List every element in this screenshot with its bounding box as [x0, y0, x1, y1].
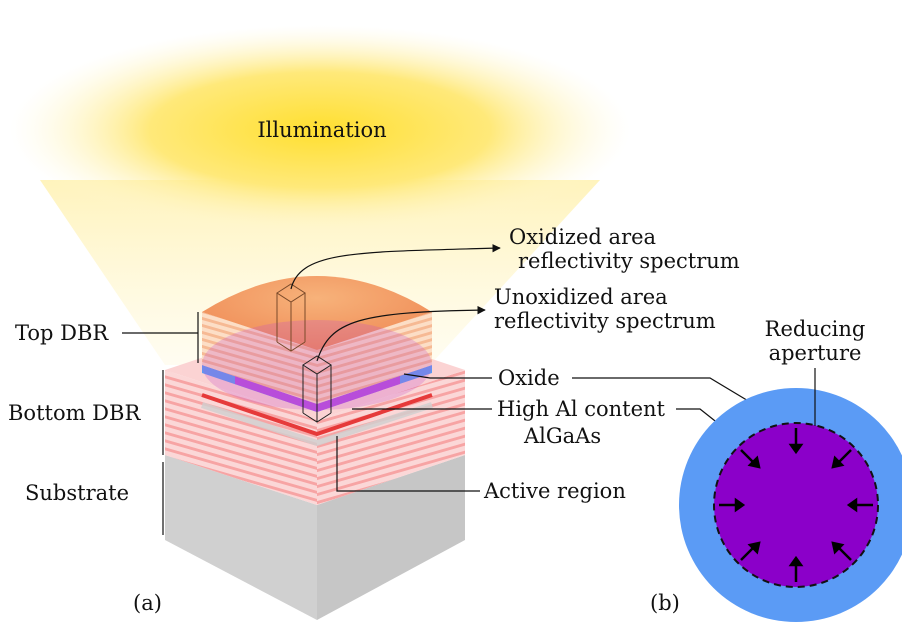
illumination-glow — [10, 25, 630, 235]
unoxidized-label-line2: reflectivity spectrum — [494, 309, 716, 333]
substrate-block — [165, 455, 465, 620]
substrate-label: Substrate — [25, 481, 129, 505]
unoxidized-arrow — [316, 305, 486, 362]
top-dbr-mesa — [202, 276, 432, 410]
bottom-dbr-label: Bottom DBR — [8, 401, 141, 425]
high-al-label-line1: High Al content — [497, 397, 666, 421]
oxidized-label-line1: Oxidized area — [509, 225, 656, 249]
left-brackets — [122, 312, 199, 535]
oxidized-arrow — [290, 244, 501, 290]
high-al-label-line2: AlGaAs — [523, 424, 601, 448]
illumination-label: Illumination — [257, 118, 386, 142]
caption-b: (b) — [650, 591, 680, 615]
light-beam — [40, 180, 600, 365]
active-region-label: Active region — [483, 479, 626, 503]
top-dbr-label: Top DBR — [15, 321, 109, 345]
reducing-label-line2: aperture — [769, 341, 862, 365]
caption-a: (a) — [133, 591, 162, 615]
aperture-view — [679, 368, 902, 622]
unoxidized-probe — [302, 355, 332, 423]
gray-spacer-layer — [201, 402, 433, 447]
active-region-layer — [201, 393, 433, 437]
oxidized-probe — [276, 283, 306, 352]
reducing-label-line1: Reducing — [765, 317, 866, 341]
inward-arrows — [719, 428, 873, 582]
right-leaders — [336, 373, 492, 492]
unoxidized-label-line1: Unoxidized area — [494, 285, 668, 309]
oxide-label: Oxide — [498, 366, 560, 390]
oxidized-label-line2: reflectivity spectrum — [518, 249, 740, 273]
